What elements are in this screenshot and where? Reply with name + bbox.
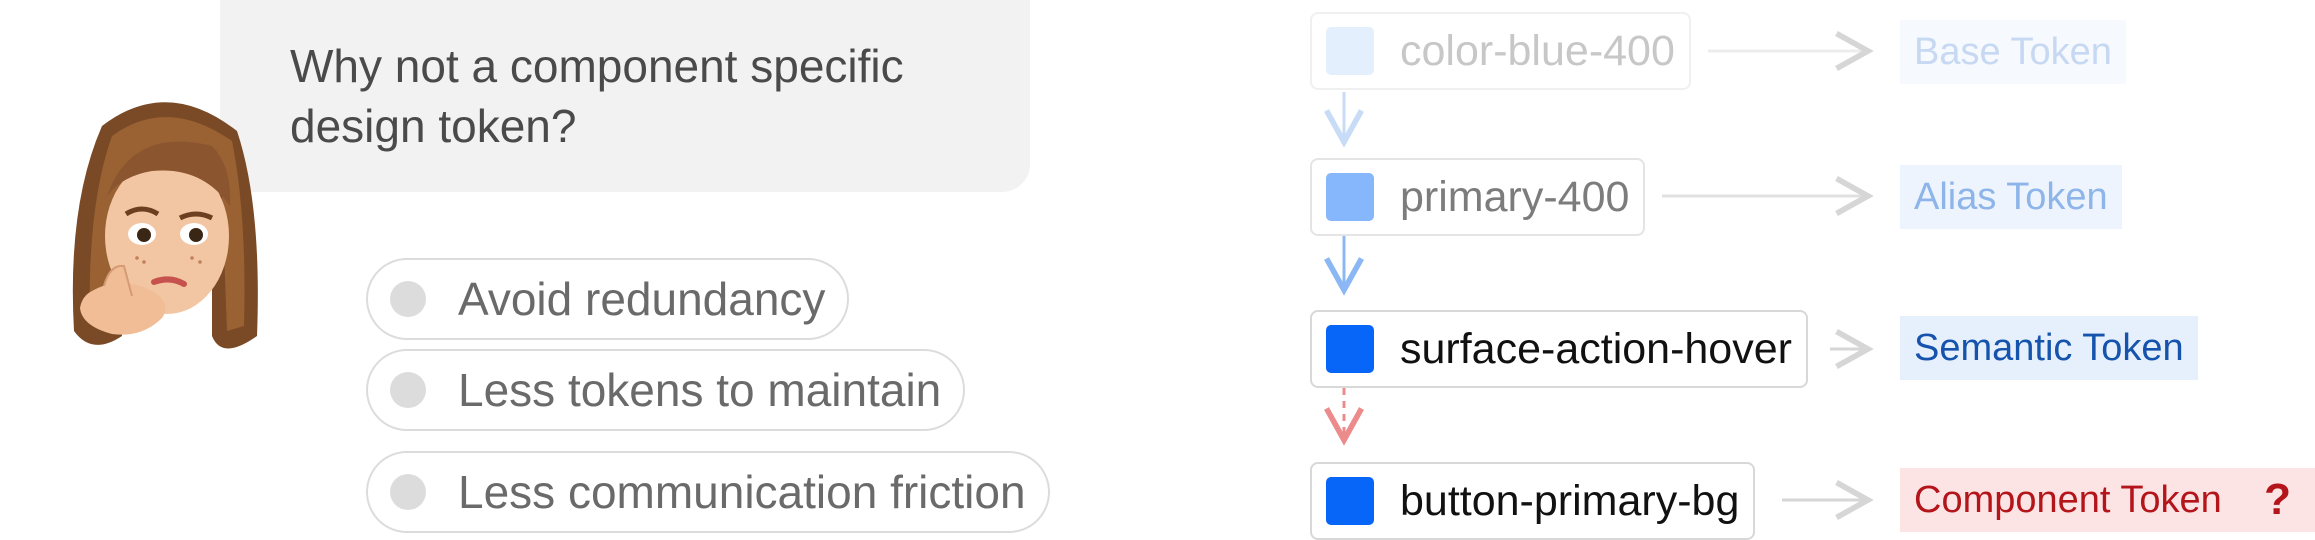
color-swatch	[1326, 173, 1374, 221]
reason-label: Avoid redundancy	[458, 273, 826, 325]
question-text: Why not a component specific design toke…	[290, 36, 990, 156]
token-name: primary-400	[1400, 172, 1630, 221]
reason-pill-less-tokens: Less tokens to maintain	[366, 349, 966, 431]
question-mark-icon: ?	[2264, 475, 2291, 524]
tag-semantic-token: Semantic Token	[1900, 316, 2198, 380]
speech-bubble	[220, 0, 1030, 192]
question-line-1: Why not a component specific	[290, 40, 904, 92]
question-line-2: design token?	[290, 100, 577, 152]
reason-pill-avoid-redundancy: Avoid redundancy	[366, 258, 850, 340]
bullet-dot-icon	[390, 372, 426, 408]
token-name: button-primary-bg	[1400, 476, 1740, 525]
tag-base-token: Base Token	[1900, 20, 2126, 84]
tag-alias-token: Alias Token	[1900, 165, 2122, 229]
color-swatch	[1326, 477, 1374, 525]
token-semantic: surface-action-hover	[1310, 310, 1808, 388]
token-name: surface-action-hover	[1400, 324, 1792, 373]
thinking-avatar-icon	[72, 102, 258, 349]
bullet-dot-icon	[390, 281, 426, 317]
token-name: color-blue-400	[1400, 26, 1675, 75]
token-base: color-blue-400	[1310, 12, 1691, 90]
reason-pill-less-friction: Less communication friction	[366, 451, 1050, 533]
token-component: button-primary-bg	[1310, 462, 1756, 540]
color-swatch	[1326, 27, 1374, 75]
component-token-label: Component Token	[1914, 478, 2222, 521]
bullet-dot-icon	[390, 474, 426, 510]
token-alias: primary-400	[1310, 158, 1646, 236]
color-swatch	[1326, 325, 1374, 373]
tag-component-token: Component Token ?	[1900, 468, 2315, 532]
reason-label: Less tokens to maintain	[458, 364, 942, 416]
reason-label: Less communication friction	[458, 466, 1026, 518]
